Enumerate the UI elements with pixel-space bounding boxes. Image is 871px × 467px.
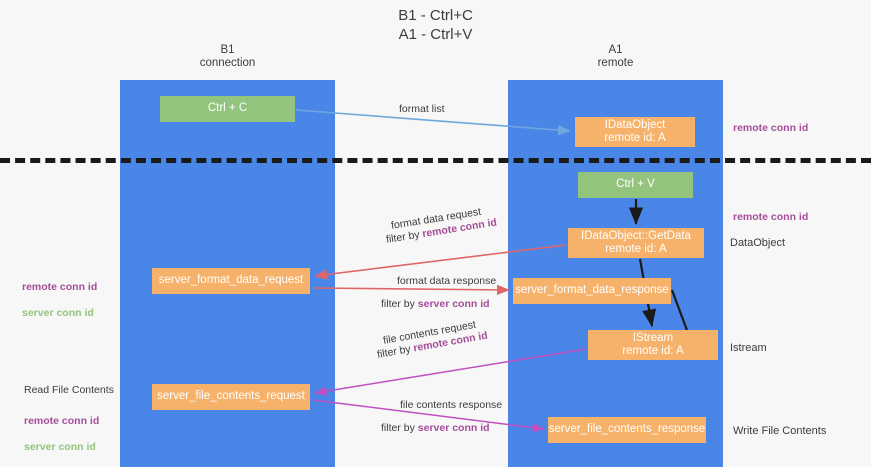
filter-prefix: filter by [376, 342, 415, 361]
note-left-server-conn-id-1: server conn id [22, 307, 94, 319]
box-server-format-data-request[interactable]: server_format_data_request [152, 268, 310, 294]
wire-label-format-data-response: format data response [397, 275, 497, 287]
lane-header-b1: B1 connection [199, 44, 256, 69]
lane-header-a1: A1 remote [597, 44, 634, 69]
note-left-conn-ids-2: remote conn id server conn id [24, 402, 99, 454]
phase-divider [0, 158, 871, 163]
filter-prefix: filter by [381, 422, 418, 434]
label-write-file-contents: Write File Contents [733, 425, 827, 437]
box-server-format-data-response[interactable]: server_format_data_response [513, 278, 671, 304]
filter-prefix: filter by [385, 228, 424, 246]
box-server-file-contents-request[interactable]: server_file_contents_request [152, 384, 310, 410]
note-left-remote-conn-id-1: remote conn id [22, 281, 98, 293]
wire-label-file-contents-response: file contents response [400, 399, 503, 411]
wire-label-file-contents-response-filter: filter by server conn id [381, 421, 490, 435]
diagram-title: B1 - Ctrl+C A1 - Ctrl+V [398, 7, 473, 43]
label-istream: Istream [730, 342, 767, 354]
box-idataobject-getdata[interactable]: IDataObject::GetData remote id: A [568, 228, 704, 258]
label-dataobject: DataObject [730, 237, 786, 249]
box-istream[interactable]: IStream remote id: A [588, 330, 718, 360]
connector-format-data-response [312, 284, 510, 295]
filter-value-server-conn-id: server conn id [417, 298, 490, 310]
note-left-conn-ids-1: remote conn id server conn id [22, 268, 97, 320]
note-remote-conn-id-mid: remote conn id [733, 211, 809, 223]
note-left-remote-conn-id-2: remote conn id [24, 415, 100, 427]
note-left-server-conn-id-2: server conn id [24, 441, 96, 453]
filter-prefix: filter by [381, 298, 418, 310]
box-ctrl-c[interactable]: Ctrl + C [160, 96, 295, 122]
box-ctrl-v[interactable]: Ctrl + V [578, 172, 693, 198]
wire-label-format-list: format list [399, 103, 445, 115]
filter-value-server-conn-id: server conn id [417, 422, 490, 434]
note-remote-conn-id-top: remote conn id [733, 122, 809, 134]
box-server-file-contents-response[interactable]: server_file_contents_response [548, 417, 706, 443]
wire-label-format-data-response-filter: filter by server conn id [381, 297, 490, 311]
label-read-file-contents: Read File Contents [24, 384, 114, 396]
box-idataobject[interactable]: IDataObject remote id: A [575, 117, 695, 147]
